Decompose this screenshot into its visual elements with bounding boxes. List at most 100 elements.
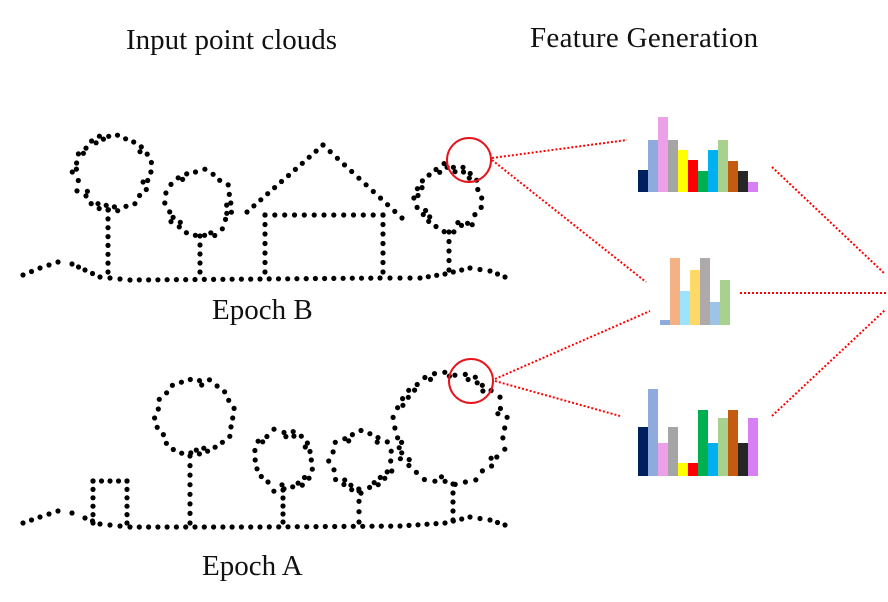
point [244,209,250,215]
point [93,140,99,146]
histogram-bar [748,182,758,192]
point [55,508,61,514]
point [380,240,386,247]
point [307,448,313,455]
point [69,261,75,267]
point [20,520,26,526]
point [285,276,291,282]
point [392,425,398,431]
point [415,522,421,528]
point [426,218,432,224]
histogram-bar [678,150,688,192]
histogram-bar [670,258,680,325]
feature-generation-title: Feature Generation [530,22,759,54]
point [252,447,258,454]
point [406,457,412,463]
point [302,444,308,450]
point [433,521,439,527]
point [230,415,236,421]
point [421,476,427,483]
histogram-bar [708,443,718,476]
point [117,523,123,529]
point [313,148,319,154]
point [211,524,217,530]
point [217,177,223,183]
point [502,425,508,431]
point [271,488,277,494]
point [231,405,237,411]
point [322,275,328,282]
point [368,275,374,281]
point [380,221,386,228]
epoch-b-label: Epoch B [212,294,313,326]
point [406,387,412,393]
point [437,169,443,175]
histogram-bar [660,320,670,325]
point [469,222,475,228]
point [132,201,138,207]
point [123,203,129,209]
point [441,229,447,235]
point [82,515,88,521]
point [275,276,282,282]
point [420,211,426,218]
point [309,466,315,472]
point [280,503,286,509]
point-cloud-epoch-b [20,132,508,283]
histogram-bar [648,140,658,192]
point [356,175,362,181]
point [349,487,355,493]
point [427,214,433,220]
point [387,275,393,281]
point [173,277,179,283]
point [251,203,257,209]
point [331,467,337,473]
point [480,388,486,394]
point [169,382,175,388]
point [37,265,43,271]
point [474,380,480,386]
point [205,448,211,454]
point [196,378,203,384]
histogram-bar [638,427,648,476]
point [46,262,52,268]
point [412,387,418,393]
point [192,169,199,175]
point [477,266,483,273]
point [258,473,264,480]
point [75,151,81,157]
point [285,524,291,530]
histogram-bar [680,291,690,325]
point [276,524,282,530]
point [380,212,386,218]
point [389,468,395,474]
point [28,517,35,523]
histogram-bar [658,117,668,192]
point [262,259,268,266]
point [105,269,111,275]
point [367,431,373,437]
point [465,220,471,226]
connector-hist-b-to-output [771,166,886,275]
point [225,182,231,188]
histogram-bar [688,160,698,192]
point [341,481,347,488]
histogram-bar [648,389,658,476]
point [95,201,101,207]
point [455,220,461,226]
point [228,209,234,215]
point [450,508,456,514]
point [451,229,457,235]
point [442,520,448,526]
point [197,233,203,239]
point [502,522,508,528]
histogram-bar [698,171,708,192]
point [137,149,143,155]
point [425,274,431,280]
point [504,414,510,420]
point [89,138,95,144]
point [220,276,226,282]
point-cloud-epoch-a [20,369,510,530]
point [446,238,452,245]
point [397,275,403,281]
